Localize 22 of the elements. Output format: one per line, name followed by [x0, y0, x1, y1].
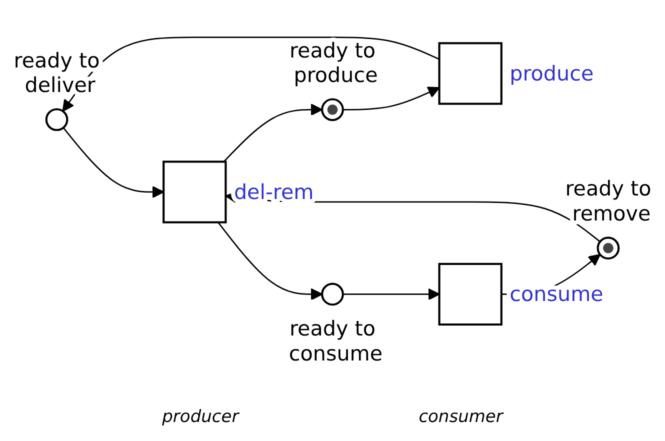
- place-label: ready to remove: [565, 176, 652, 226]
- arrow: [62, 36, 440, 112]
- transition-label: consume: [510, 282, 604, 306]
- group-label: consumer: [418, 407, 503, 427]
- arrow: [342, 86, 440, 110]
- arrow: [223, 104, 323, 162]
- transition-label: produce: [510, 61, 594, 86]
- place-label: ready to consume: [288, 316, 383, 366]
- transition-box: [162, 160, 227, 224]
- arrow: [218, 222, 323, 300]
- arrow: [225, 191, 600, 242]
- transition-box: [438, 42, 502, 105]
- place-circle: [596, 236, 620, 260]
- place-circle: [321, 98, 344, 122]
- place-circle: [321, 282, 344, 306]
- arrow: [62, 127, 164, 198]
- transition-box: [438, 262, 502, 326]
- group-label: producer: [162, 407, 239, 427]
- place-circle: [45, 108, 68, 132]
- place-label: ready to produce: [290, 38, 378, 88]
- arrow: [342, 288, 440, 300]
- transition-label: del-rem: [234, 180, 314, 204]
